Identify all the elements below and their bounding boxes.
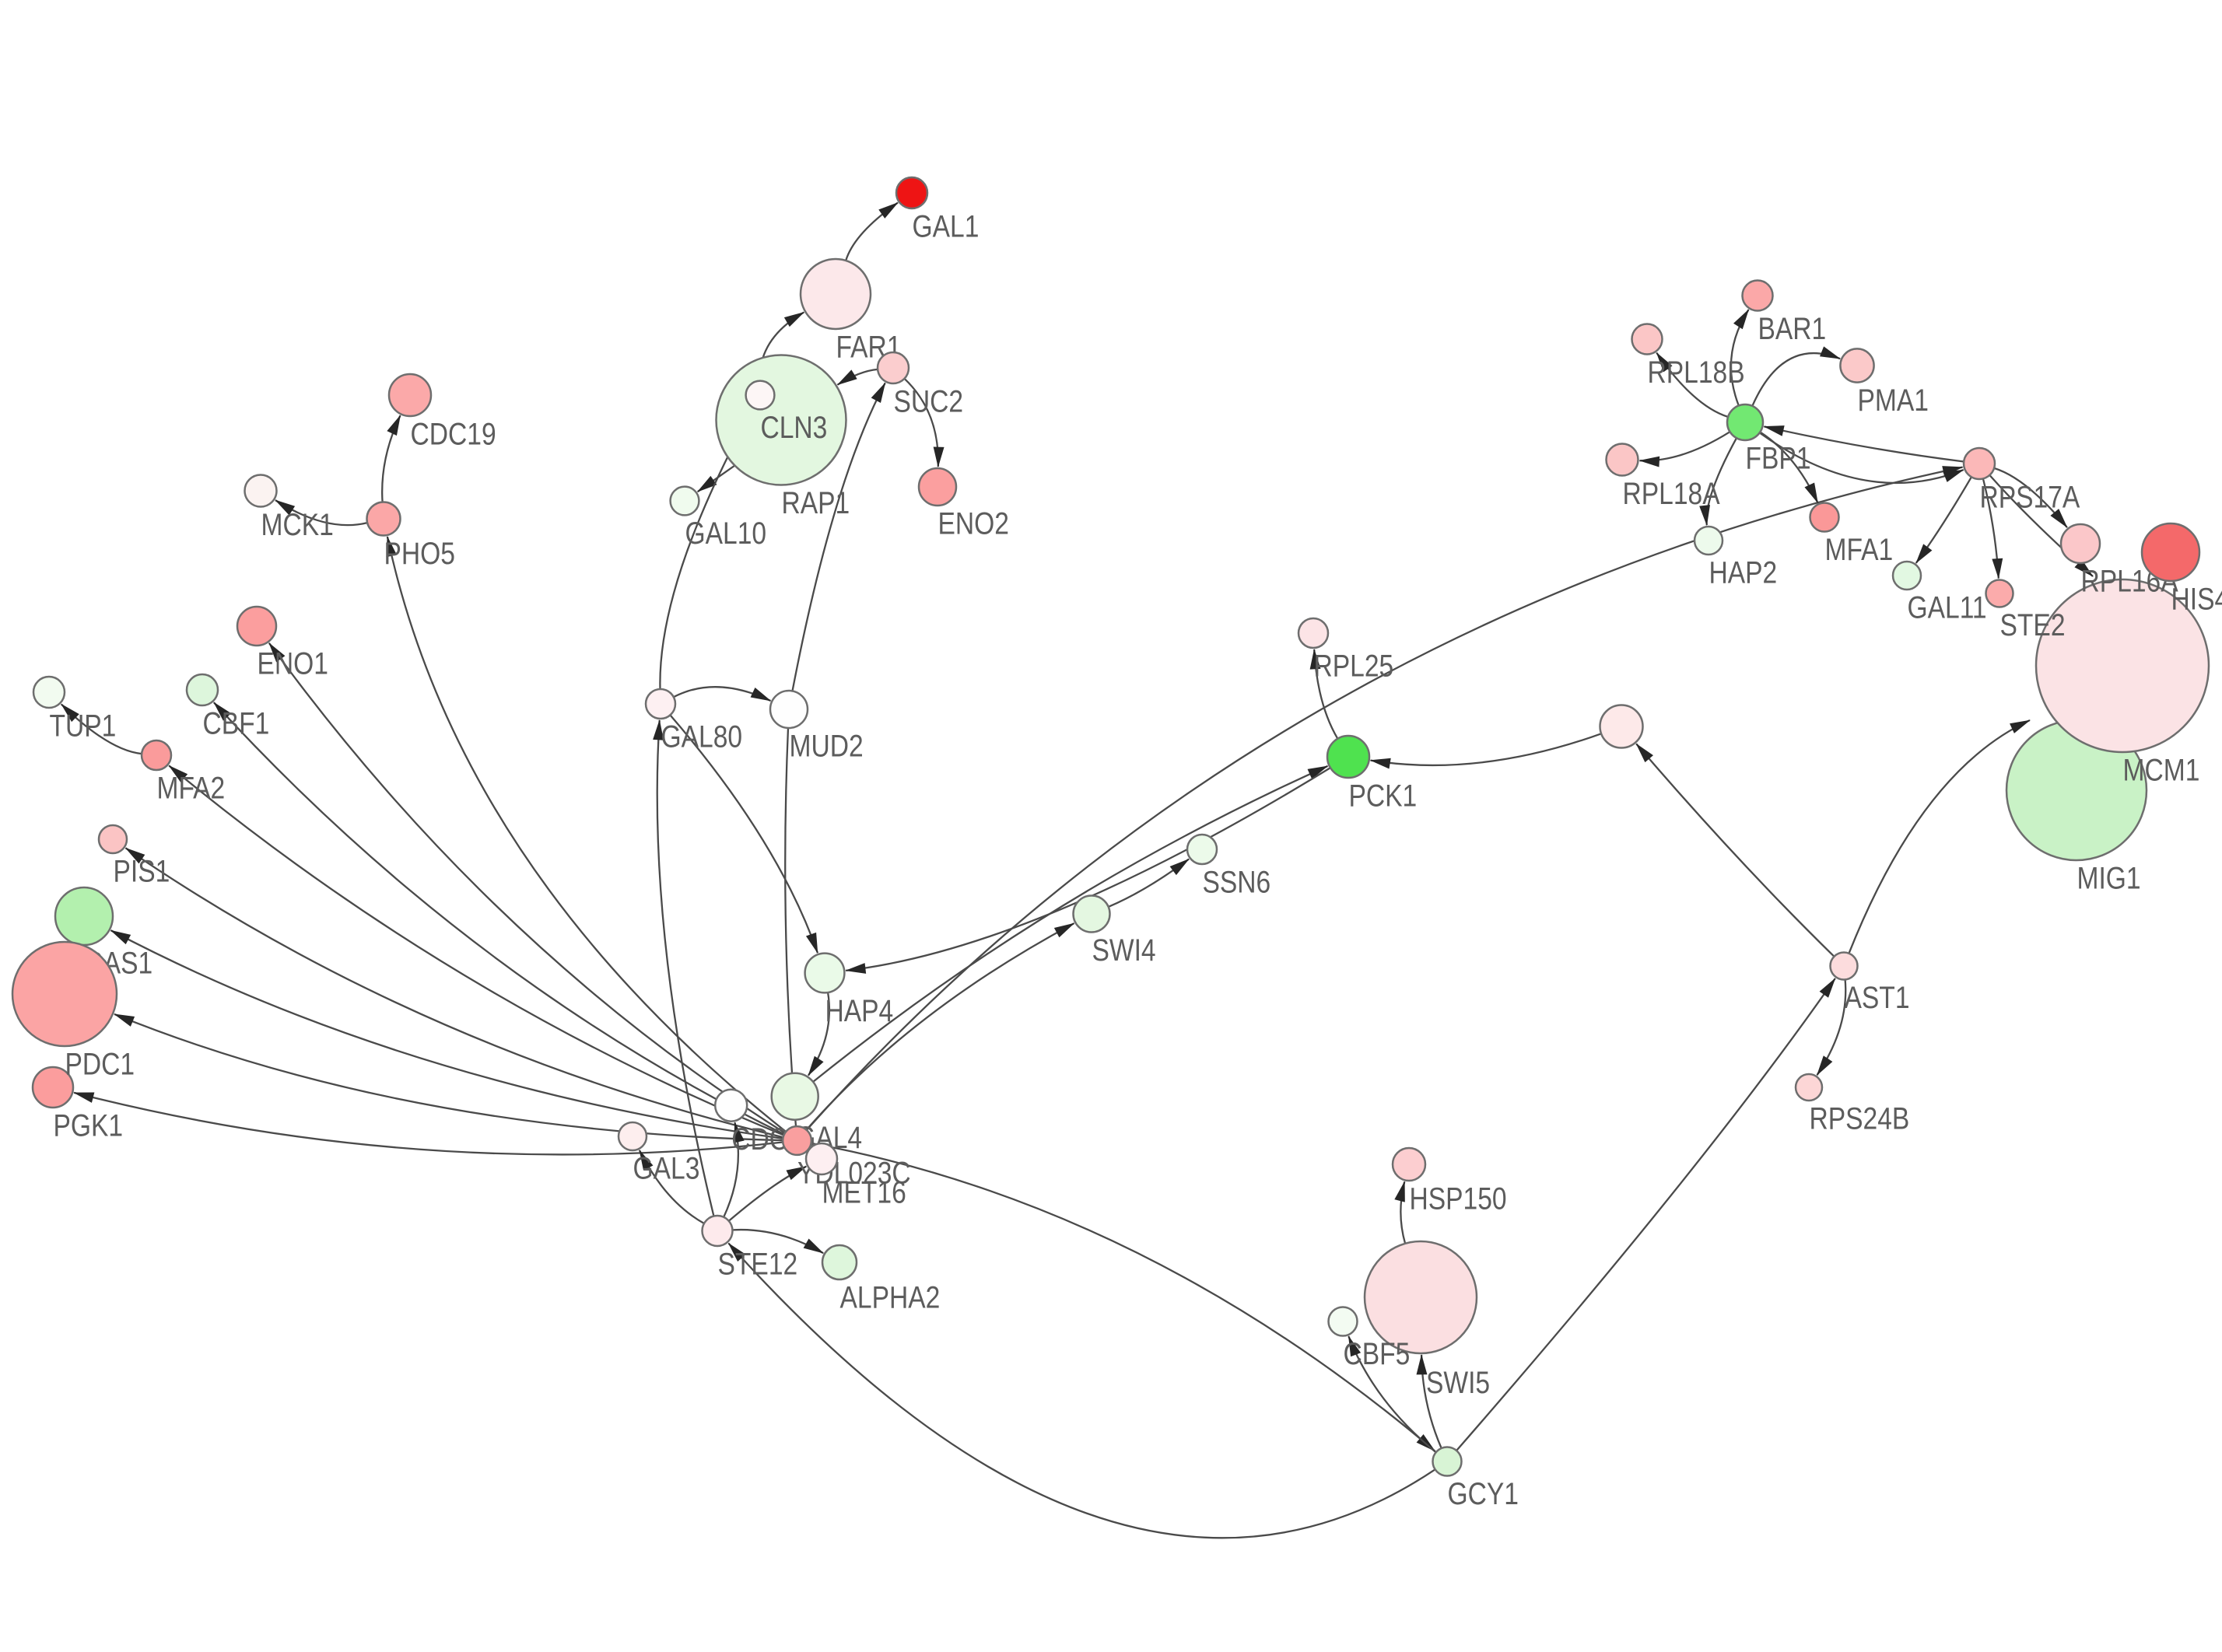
- svg-text:MFA1: MFA1: [1825, 532, 1894, 566]
- svg-text:AST1: AST1: [1845, 980, 1910, 1014]
- svg-text:RPL25: RPL25: [1314, 649, 1394, 683]
- svg-text:HAP4: HAP4: [825, 993, 894, 1027]
- svg-text:SSN6: SSN6: [1203, 865, 1271, 899]
- svg-text:MUD2: MUD2: [790, 729, 864, 763]
- svg-text:HSP150: HSP150: [1410, 1181, 1507, 1216]
- svg-text:RPS17A: RPS17A: [1980, 480, 2080, 514]
- svg-text:MIG1: MIG1: [2077, 861, 2141, 895]
- svg-text:SWI4: SWI4: [1092, 933, 1156, 967]
- svg-text:RPL18B: RPL18B: [1648, 355, 1745, 389]
- svg-text:HIS4: HIS4: [2171, 582, 2222, 616]
- svg-text:HAP2: HAP2: [1709, 555, 1778, 590]
- svg-text:GAL80: GAL80: [661, 719, 743, 754]
- svg-text:RPL18A: RPL18A: [1623, 476, 1720, 510]
- svg-text:RPS24B: RPS24B: [1810, 1101, 1910, 1136]
- svg-text:TUP1: TUP1: [50, 709, 117, 743]
- svg-text:ENO1: ENO1: [258, 646, 328, 681]
- svg-text:MCK1: MCK1: [261, 507, 334, 541]
- svg-text:CBF1: CBF1: [203, 706, 270, 740]
- svg-text:PDC1: PDC1: [65, 1047, 135, 1081]
- svg-text:SWI5: SWI5: [1426, 1365, 1490, 1399]
- svg-text:CDC19: CDC19: [411, 417, 496, 451]
- svg-text:STE12: STE12: [718, 1247, 798, 1281]
- svg-text:GCY1: GCY1: [1448, 1476, 1519, 1510]
- svg-text:STE2: STE2: [2000, 607, 2066, 642]
- svg-text:CBF5: CBF5: [1344, 1336, 1411, 1370]
- svg-text:FBP1: FBP1: [1746, 441, 1811, 475]
- svg-text:GAL11: GAL11: [1908, 590, 1987, 625]
- svg-text:GAL3: GAL3: [633, 1151, 700, 1185]
- svg-text:PGK1: PGK1: [54, 1108, 124, 1143]
- svg-text:BAR1: BAR1: [1758, 311, 1827, 345]
- svg-text:MFA2: MFA2: [157, 771, 226, 805]
- svg-text:GAL10: GAL10: [685, 516, 767, 550]
- svg-text:GAL1: GAL1: [913, 209, 980, 243]
- svg-text:PIS1: PIS1: [114, 854, 170, 888]
- svg-text:MCM1: MCM1: [2123, 753, 2200, 787]
- svg-text:PMA1: PMA1: [1858, 383, 1929, 417]
- svg-text:PCK1: PCK1: [1349, 779, 1418, 813]
- svg-text:SUC2: SUC2: [894, 384, 964, 418]
- svg-text:ENO2: ENO2: [938, 506, 1009, 541]
- svg-text:RAP1: RAP1: [782, 485, 850, 520]
- svg-text:CLN3: CLN3: [761, 410, 828, 444]
- svg-text:MET16: MET16: [822, 1175, 906, 1209]
- svg-text:PHO5: PHO5: [384, 536, 455, 570]
- svg-text:ALPHA2: ALPHA2: [840, 1280, 941, 1314]
